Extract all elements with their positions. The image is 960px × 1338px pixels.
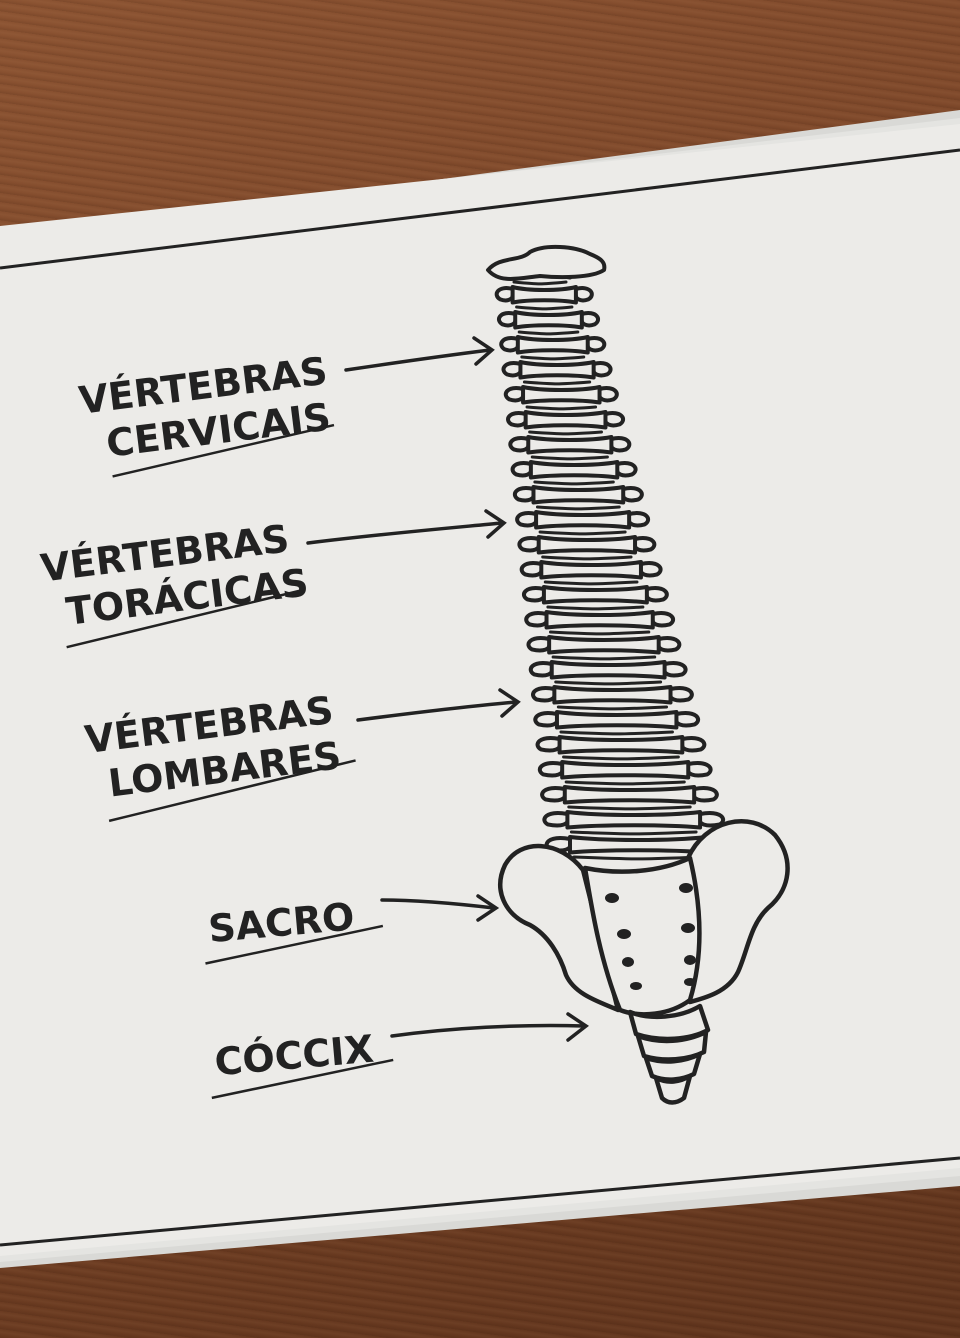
vertebra	[522, 585, 669, 611]
arrow-coccyx	[390, 1012, 589, 1042]
vertebra	[537, 760, 713, 786]
vertebra	[508, 435, 632, 461]
vertebra	[506, 410, 625, 436]
arrow-cervical	[344, 336, 495, 372]
vertebra	[510, 460, 638, 486]
arrow-sacrum	[380, 894, 500, 922]
vertebra	[519, 560, 663, 586]
sacral-foramina	[605, 883, 696, 990]
vertebra	[499, 335, 607, 361]
paper-sheet	[0, 110, 960, 1268]
vertebra	[512, 485, 644, 511]
vertebra	[531, 685, 694, 711]
vertebra	[501, 360, 613, 386]
vertebra	[515, 510, 651, 536]
vertebra	[494, 285, 594, 311]
spine-illustration	[486, 244, 732, 861]
atlas-vertebra	[486, 244, 607, 281]
top-border-line	[0, 148, 960, 270]
vertebra	[542, 810, 726, 836]
vertebra	[540, 785, 719, 811]
vertebra	[517, 535, 657, 561]
vertebra	[526, 635, 682, 661]
arrow-thoracic	[306, 509, 507, 545]
vertebra	[528, 660, 688, 686]
vertebra	[535, 735, 707, 761]
vertebra	[524, 610, 676, 636]
vertebra	[503, 385, 619, 411]
vertebra	[533, 710, 701, 736]
vertebra	[497, 310, 600, 336]
arrow-lumbar	[356, 688, 521, 722]
bottom-border-line	[0, 1156, 960, 1247]
